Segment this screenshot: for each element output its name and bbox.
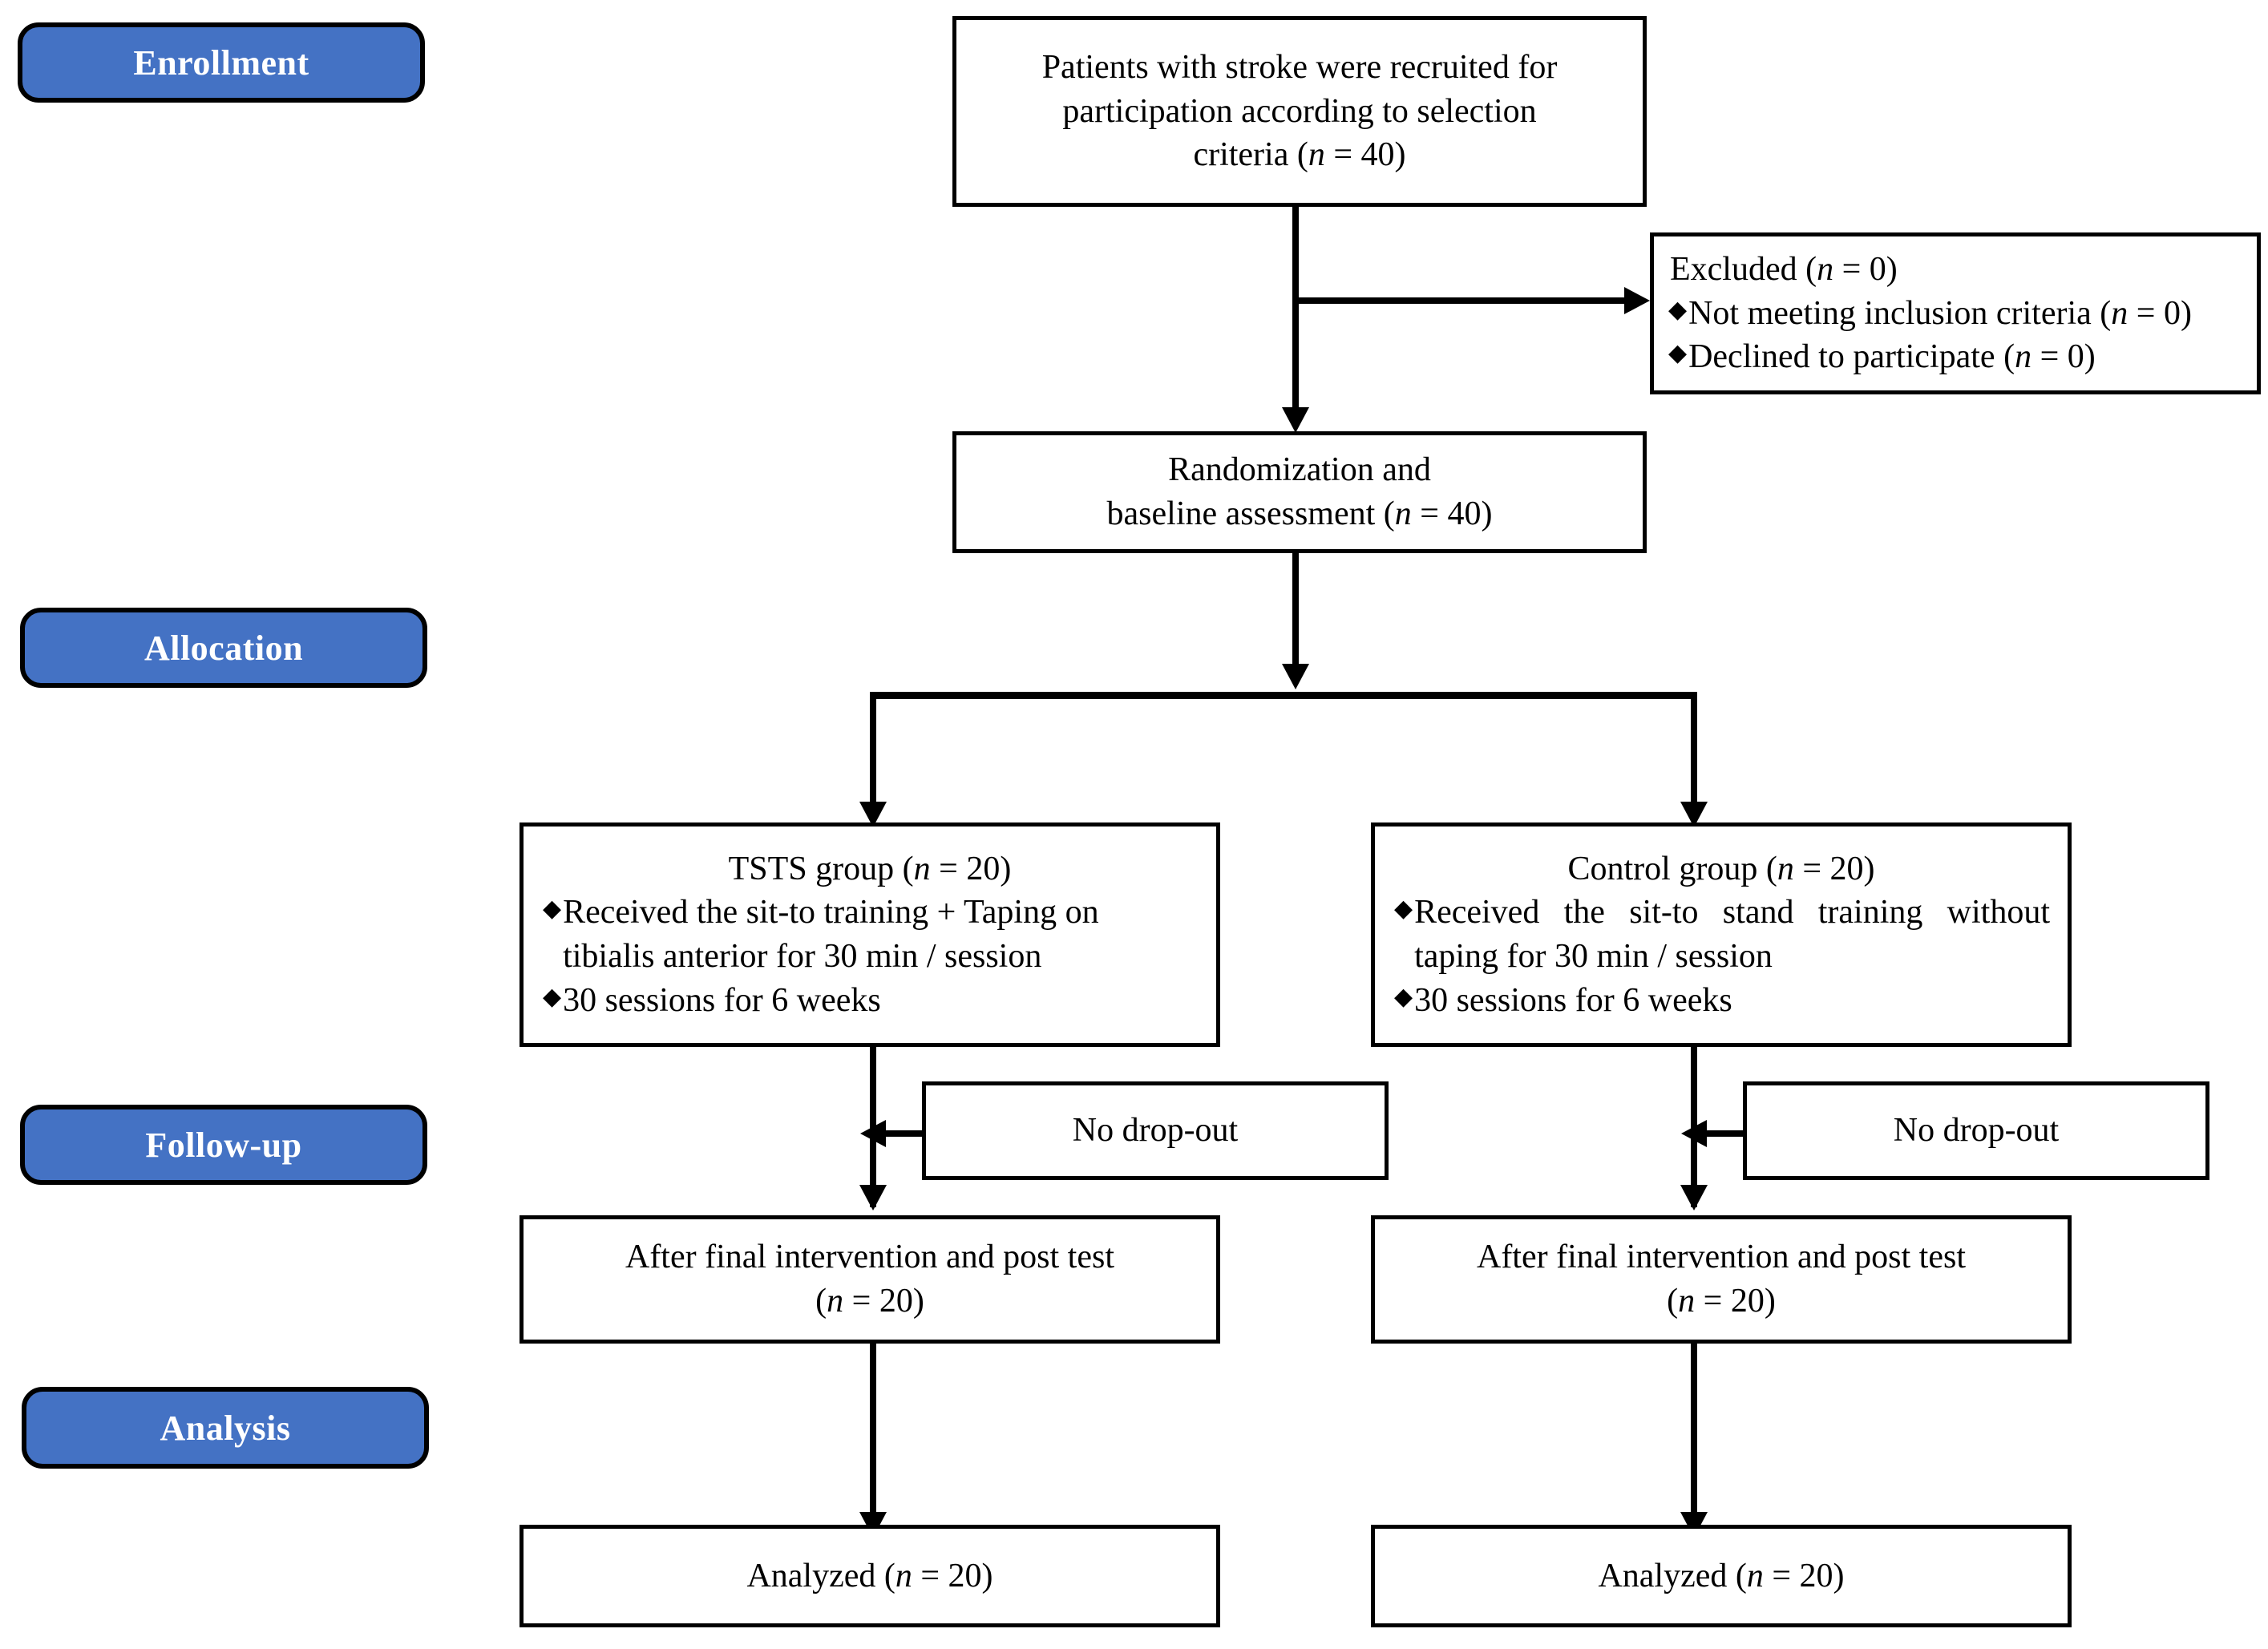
box-dropout-right: No drop-out xyxy=(1743,1081,2209,1180)
box-posttest-left: After final intervention and post test (… xyxy=(519,1215,1220,1344)
arrow-to-excluded xyxy=(1624,287,1650,314)
box-analyzed-right: Analyzed (n = 20) xyxy=(1371,1525,2072,1627)
connector-dropout-right xyxy=(1697,1130,1749,1137)
stage-label-enrollment: Enrollment xyxy=(18,22,425,103)
connector-randomization-down xyxy=(1292,553,1299,669)
diamond-bullet-icon: ◆ xyxy=(543,895,562,923)
box-randomization: Randomization and baseline assessment (n… xyxy=(952,431,1647,553)
box-recruited-line1: Patients with stroke were recruited for xyxy=(1041,49,1558,87)
box-control-group-title: Control group (n = 20) xyxy=(1567,850,1875,887)
box-recruited-line2: participation according to selection xyxy=(1062,92,1537,130)
connector-split-to-control xyxy=(1691,692,1697,816)
box-dropout-left: No drop-out xyxy=(922,1081,1389,1180)
arrow-tsts-to-posttest xyxy=(859,1185,887,1210)
box-analyzed-left: Analyzed (n = 20) xyxy=(519,1525,1220,1627)
box-tsts-group: TSTS group (n = 20) ◆ Received the sit-t… xyxy=(519,822,1220,1047)
diamond-bullet-icon: ◆ xyxy=(1668,340,1688,367)
box-randomization-line2: baseline assessment (n = 40) xyxy=(1106,495,1493,532)
diamond-bullet-icon: ◆ xyxy=(1394,895,1413,923)
connector-dropout-left xyxy=(876,1130,928,1137)
box-control-group-bullet-list: ◆ Received the sit-to stand training wit… xyxy=(1383,891,2060,1022)
arrow-dropout-right xyxy=(1681,1120,1707,1147)
box-analyzed-right-text: Analyzed (n = 20) xyxy=(1598,1557,1845,1594)
box-tsts-group-item-1: 30 sessions for 6 weeks xyxy=(563,981,881,1019)
box-control-group-item-1: 30 sessions for 6 weeks xyxy=(1414,981,1732,1019)
arrow-dropout-left xyxy=(860,1120,886,1147)
box-posttest-right-line2: (n = 20) xyxy=(1667,1283,1776,1320)
diamond-bullet-icon: ◆ xyxy=(543,983,562,1010)
box-control-group: Control group (n = 20) ◆ Received the si… xyxy=(1371,822,2072,1047)
list-item: ◆ Declined to participate (n = 0) xyxy=(1668,335,2236,379)
box-control-group-item-0: Received the sit-to stand training witho… xyxy=(1414,894,2050,975)
box-excluded-bullet-list: ◆ Not meeting inclusion criteria (n = 0)… xyxy=(1665,292,2246,379)
box-excluded-heading: Excluded (n = 0) xyxy=(1670,251,1898,289)
box-posttest-left-line1: After final intervention and post test xyxy=(625,1239,1114,1276)
connector-recruited-to-randomization xyxy=(1292,207,1299,413)
connector-allocation-split-bar xyxy=(870,692,1697,699)
arrow-randomization-down xyxy=(1282,664,1309,689)
box-tsts-group-title: TSTS group (n = 20) xyxy=(728,850,1012,887)
box-posttest-right-line1: After final intervention and post test xyxy=(1476,1239,1966,1276)
arrow-control-to-posttest xyxy=(1680,1185,1708,1210)
box-posttest-right: After final intervention and post test (… xyxy=(1371,1215,2072,1344)
box-dropout-left-text: No drop-out xyxy=(1072,1112,1239,1150)
box-excluded-item-0: Not meeting inclusion criteria (n = 0) xyxy=(1688,294,2192,332)
stage-label-allocation: Allocation xyxy=(20,608,427,688)
box-posttest-left-line2: (n = 20) xyxy=(815,1283,924,1320)
stage-label-enrollment-text: Enrollment xyxy=(133,42,309,83)
box-analyzed-left-text: Analyzed (n = 20) xyxy=(746,1557,993,1594)
stage-label-followup: Follow-up xyxy=(20,1105,427,1185)
box-recruited: Patients with stroke were recruited for … xyxy=(952,16,1647,207)
box-tsts-group-item-0: Received the sit-to training + Taping on… xyxy=(563,894,1099,975)
stage-label-allocation-text: Allocation xyxy=(144,628,304,668)
diamond-bullet-icon: ◆ xyxy=(1668,296,1688,323)
box-tsts-group-bullet-list: ◆ Received the sit-to training + Taping … xyxy=(532,891,1208,1022)
list-item: ◆ Received the sit-to stand training wit… xyxy=(1394,891,2050,978)
arrow-recruited-to-randomization xyxy=(1282,407,1309,433)
stage-label-analysis: Analysis xyxy=(22,1387,429,1469)
connector-posttest-to-analyzed-right xyxy=(1691,1344,1697,1536)
list-item: ◆ 30 sessions for 6 weeks xyxy=(1394,979,2050,1023)
list-item: ◆ Not meeting inclusion criteria (n = 0) xyxy=(1668,292,2236,336)
connector-split-to-tsts xyxy=(870,692,876,816)
stage-label-analysis-text: Analysis xyxy=(160,1408,291,1448)
box-excluded: Excluded (n = 0) ◆ Not meeting inclusion… xyxy=(1650,232,2261,394)
stage-label-followup-text: Follow-up xyxy=(145,1125,302,1165)
connector-to-excluded xyxy=(1297,297,1629,304)
box-dropout-right-text: No drop-out xyxy=(1893,1112,2060,1150)
connector-posttest-to-analyzed-left xyxy=(870,1344,876,1536)
diamond-bullet-icon: ◆ xyxy=(1394,983,1413,1010)
box-randomization-line1: Randomization and xyxy=(1168,451,1431,489)
box-excluded-item-1: Declined to participate (n = 0) xyxy=(1688,338,2096,376)
list-item: ◆ 30 sessions for 6 weeks xyxy=(543,979,1199,1023)
list-item: ◆ Received the sit-to training + Taping … xyxy=(543,891,1199,978)
box-recruited-line3: criteria (n = 40) xyxy=(1193,136,1406,174)
